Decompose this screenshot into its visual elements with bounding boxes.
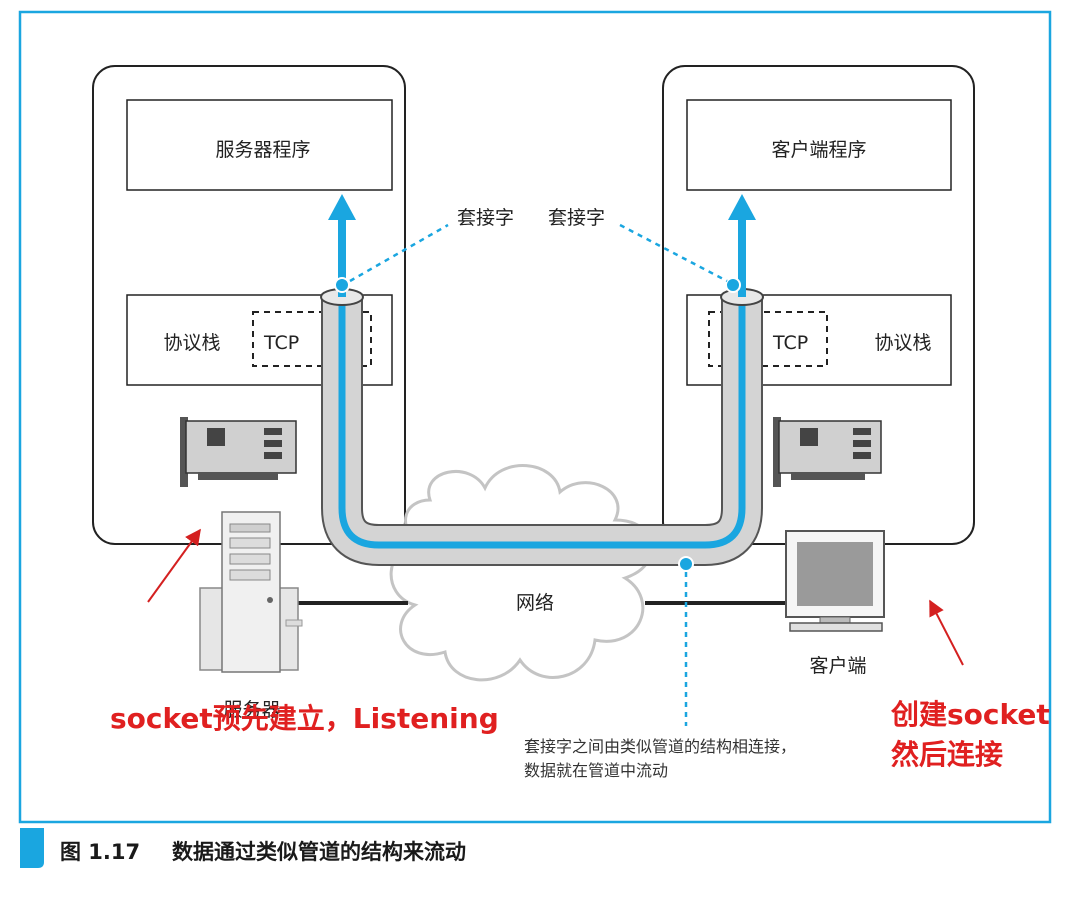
network-cloud-icon: 网络 [389, 464, 654, 682]
caption-text: 数据通过类似管道的结构来流动 [172, 840, 466, 864]
client-program-label: 客户端程序 [771, 139, 866, 161]
socket-leader-right [619, 223, 728, 283]
caption-number: 图 1.17 [60, 840, 140, 864]
pipe-note-line2: 数据就在管道中流动 [524, 761, 668, 780]
server-socket-dot [334, 277, 350, 293]
client-stack-label: 协议栈 [874, 332, 931, 354]
annotation-left: socket预先建立，Listening [110, 702, 499, 735]
server-up-arrow-icon [328, 194, 356, 220]
annotation-arrow-right [929, 599, 964, 666]
annotation-right-line2: 然后连接 [891, 738, 1003, 771]
figure-caption: 图 1.17 数据通过类似管道的结构来流动 [20, 828, 466, 868]
client-monitor-icon [785, 530, 885, 632]
server-tcp-box [252, 311, 372, 367]
annotation-arrow-left [147, 528, 201, 603]
pipe-dot [678, 556, 694, 572]
socket-pipe [320, 194, 764, 572]
network-label: 网络 [516, 592, 554, 614]
client-socket-dot [725, 277, 741, 293]
client-program-box [686, 99, 952, 191]
server-stack-label: 协议栈 [163, 332, 220, 354]
client-device-label: 客户端 [809, 655, 866, 677]
client-nic-icon [773, 417, 882, 487]
caption-marker [20, 828, 44, 868]
server-tower-icon [199, 511, 303, 673]
socket-leader-left [349, 223, 449, 283]
server-tcp-label: TCP [263, 332, 299, 354]
server-program-box [126, 99, 393, 191]
client-computer: 客户端程序 协议栈 TCP [662, 65, 975, 545]
pipe-note-line1: 套接字之间由类似管道的结构相连接， [524, 737, 796, 756]
server-nic-icon [180, 417, 297, 487]
server-device-label: 服务器 [223, 699, 280, 721]
client-tcp-box [708, 311, 828, 367]
client-up-arrow-icon [728, 194, 756, 220]
socket-label-right: 套接字 [548, 207, 605, 229]
annotation-right-line1: 创建socket [890, 698, 1050, 731]
server-program-label: 服务器程序 [215, 139, 310, 161]
socket-label-left: 套接字 [457, 207, 514, 229]
client-tcp-label: TCP [772, 332, 808, 354]
